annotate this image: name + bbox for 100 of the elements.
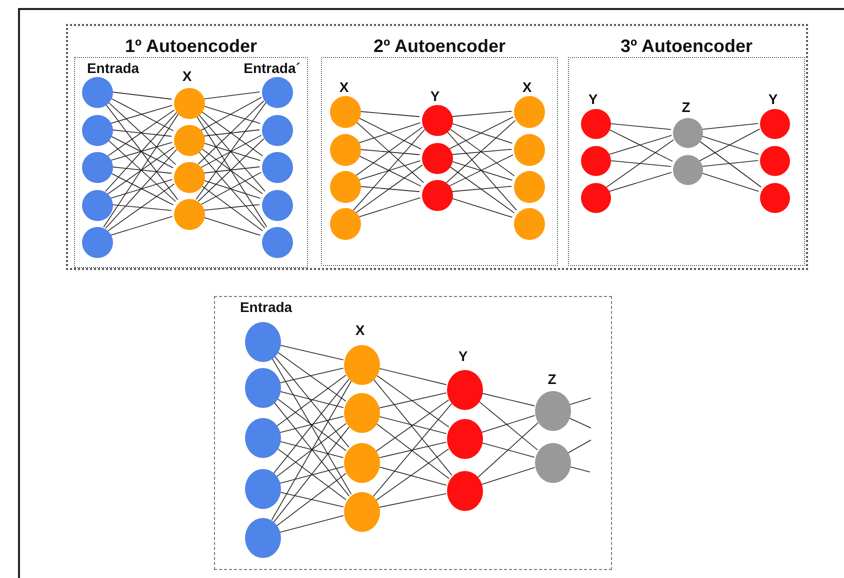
neuron-circle xyxy=(344,393,380,433)
neuron-circle xyxy=(262,226,292,258)
connection-line xyxy=(271,380,352,520)
neuron-circle xyxy=(760,146,790,176)
connection-line xyxy=(109,179,173,199)
connection-line xyxy=(608,123,672,130)
connection-line xyxy=(202,166,260,174)
connection-line xyxy=(279,416,344,433)
layer-label: Z xyxy=(682,99,690,115)
connection-line xyxy=(700,160,758,167)
connection-line xyxy=(372,403,452,497)
neuron-circle xyxy=(422,104,452,136)
connection-line xyxy=(478,422,538,478)
neuron-circle xyxy=(535,443,571,483)
connection-line xyxy=(106,100,176,165)
connection-line xyxy=(353,129,426,211)
connection-line xyxy=(279,368,344,384)
connection-line xyxy=(107,110,175,156)
neuron-circle xyxy=(447,419,483,459)
connection-line xyxy=(372,378,452,476)
neuron-circle xyxy=(82,226,112,258)
neuron-circle xyxy=(344,492,380,532)
connection-line xyxy=(568,417,592,428)
connection-line xyxy=(109,216,173,236)
connection-line xyxy=(378,442,447,458)
neuron-circle xyxy=(581,109,611,139)
neuron-circle xyxy=(262,76,292,108)
connection-line xyxy=(700,123,758,130)
layer-label: Entrada´ xyxy=(244,60,300,76)
connection-line xyxy=(110,129,172,137)
connection-line xyxy=(357,197,421,218)
connection-line xyxy=(202,92,260,100)
connection-line xyxy=(202,204,260,211)
neuron-circle xyxy=(245,368,281,408)
connection-line xyxy=(276,374,346,426)
connection-line xyxy=(274,378,350,474)
connection-line xyxy=(354,120,424,183)
connection-line xyxy=(698,128,760,162)
connection-line xyxy=(378,392,447,408)
connection-line xyxy=(106,138,176,202)
neuron-circle xyxy=(262,190,292,220)
connection-line xyxy=(105,112,177,192)
connection-line xyxy=(606,139,674,188)
connection-line xyxy=(608,135,672,155)
connection-line xyxy=(448,116,514,150)
connection-line xyxy=(274,402,350,496)
connection-line xyxy=(200,134,262,168)
neuron-circle xyxy=(245,418,281,458)
connection-line xyxy=(607,128,673,162)
connection-line xyxy=(279,515,344,533)
layer-label: Entrada xyxy=(240,299,292,315)
neuron-circle xyxy=(330,96,360,128)
connection-line xyxy=(355,126,423,176)
connection-line xyxy=(450,110,512,118)
neuron-circle xyxy=(760,109,790,139)
connection-line xyxy=(196,102,266,200)
connection-line xyxy=(110,91,172,100)
connection-line xyxy=(378,416,447,434)
neuron-circle xyxy=(514,96,544,128)
neuron-circle xyxy=(245,518,281,558)
neuron-circle xyxy=(174,198,204,230)
neuron-circle xyxy=(422,142,452,174)
connection-line xyxy=(568,440,592,454)
neuron-circle xyxy=(673,118,703,148)
neuron-circle xyxy=(673,155,703,185)
neuron-circle xyxy=(82,76,112,108)
dashed-frame xyxy=(214,296,612,570)
connection-line xyxy=(608,172,672,192)
layer-label: X xyxy=(522,79,532,95)
connection-line xyxy=(198,138,264,202)
connection-line xyxy=(279,391,344,408)
neuron-circle xyxy=(245,322,281,362)
neuron-circle xyxy=(82,190,112,220)
neuron-circle xyxy=(447,370,483,410)
neuron-circle xyxy=(760,183,790,213)
panel-title: 2º Autoencoder xyxy=(372,35,506,57)
layer-label: Y xyxy=(768,91,778,107)
connection-line xyxy=(110,166,172,174)
layer-label: Z xyxy=(548,371,556,387)
connection-line xyxy=(358,110,420,118)
neuron-circle xyxy=(514,171,544,203)
connection-line xyxy=(276,351,346,402)
layer-label: Entrada xyxy=(86,60,140,76)
connection-line xyxy=(450,186,512,192)
connection-line xyxy=(107,146,175,194)
neuron-circle xyxy=(330,208,360,240)
neuron-circle xyxy=(581,183,611,213)
neuron-circle xyxy=(344,443,380,483)
connection-line xyxy=(200,97,262,131)
neuron-circle xyxy=(174,162,204,192)
layer-label: Y xyxy=(588,91,598,107)
connection-line xyxy=(200,172,262,206)
connection-line xyxy=(276,448,346,500)
connection-line xyxy=(448,154,514,187)
neuron-circle xyxy=(82,152,112,182)
connection-line xyxy=(480,467,536,485)
connection-line xyxy=(698,140,762,188)
connection-line xyxy=(481,442,535,458)
connection-line xyxy=(376,422,450,480)
connection-line xyxy=(110,105,172,124)
